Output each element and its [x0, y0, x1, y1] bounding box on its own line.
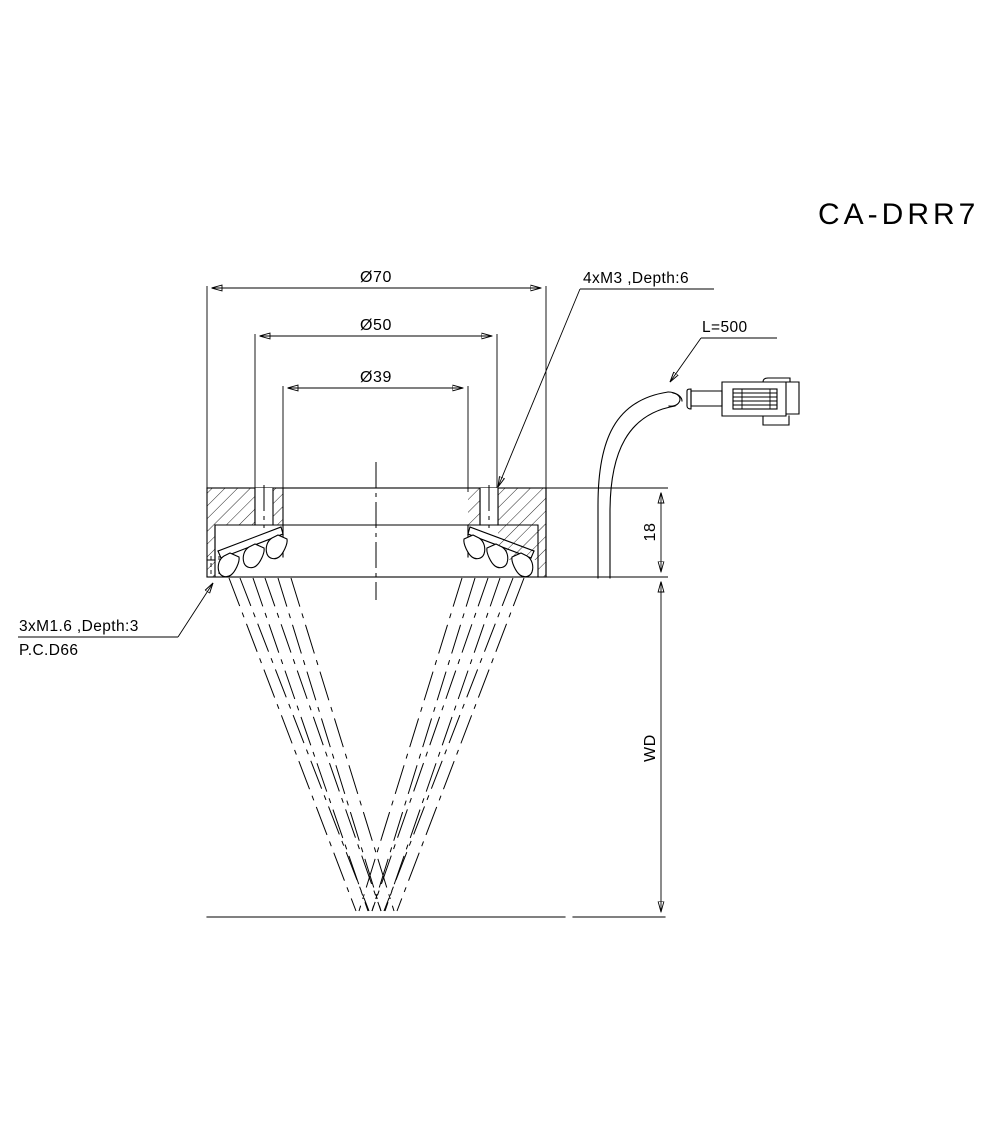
drawing-title-group: CA-DRR7: [818, 198, 979, 231]
cable-assembly: [597, 377, 800, 579]
dimension-working-distance: WD: [642, 582, 661, 912]
dimension-mid-diameter: Ø50: [254, 317, 498, 492]
dimension-thickness: 18: [546, 487, 668, 578]
annotation-label-tap-m16-line1: 3xM1.6 ,Depth:3: [19, 618, 139, 635]
dimension-outer-diameter: Ø70: [206, 269, 547, 492]
light-cone-rays: [228, 577, 525, 912]
annotation-tap-m16: 3xM1.6 ,Depth:3 P.C.D66: [18, 583, 213, 659]
dimension-inner-diameter: Ø39: [282, 369, 469, 492]
led-group-left: [217, 534, 288, 578]
annotation-label-tap-m3: 4xM3 ,Depth:6: [583, 270, 689, 287]
dimension-label-thickness: 18: [642, 523, 659, 542]
page-title: CA-DRR7: [818, 198, 979, 231]
dimension-label-od: Ø70: [360, 269, 392, 286]
dimension-label-wd: WD: [642, 734, 659, 762]
annotation-label-cable-length: L=500: [702, 319, 748, 336]
annotation-label-tap-m16-line2: P.C.D66: [19, 642, 78, 659]
led-group-right: [463, 534, 534, 578]
ring-light-body-section: [206, 462, 547, 600]
annotation-tap-m3: 4xM3 ,Depth:6: [498, 270, 714, 487]
annotation-cable-length: L=500: [670, 319, 777, 382]
dimension-label-bcd: Ø50: [360, 317, 392, 334]
dimension-label-id: Ø39: [360, 369, 392, 386]
